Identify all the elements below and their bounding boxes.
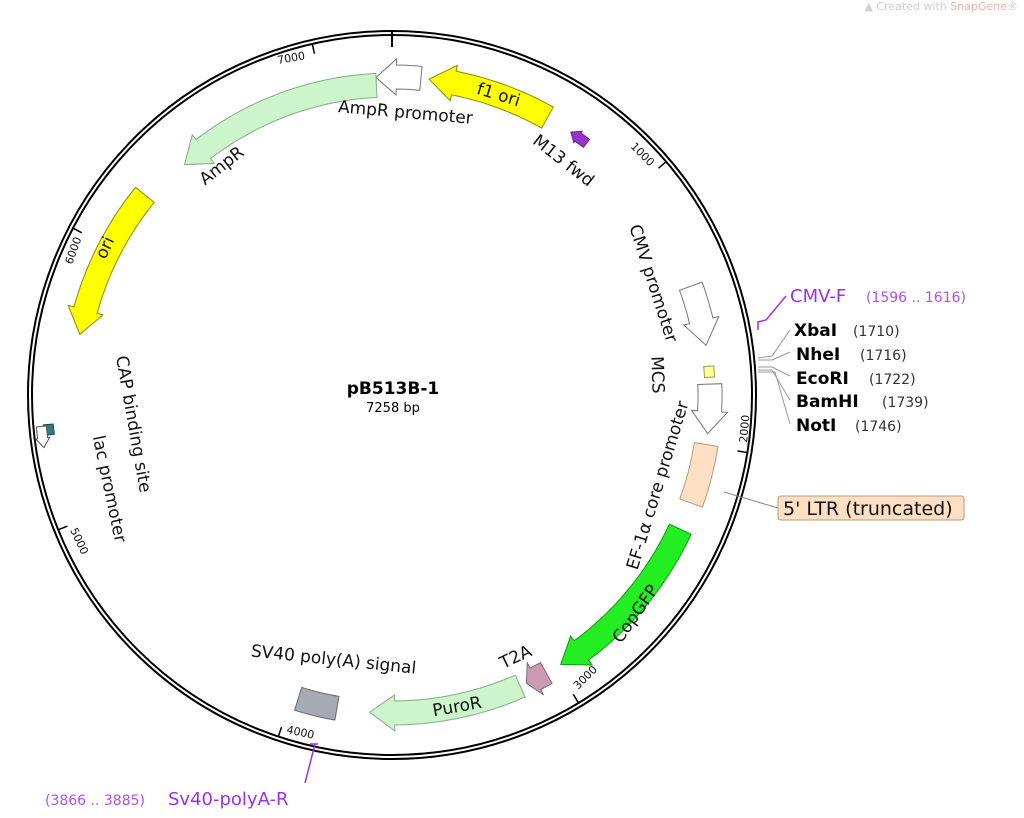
site-name: BamHI: [796, 392, 859, 412]
tick-label-2000: 2000: [737, 414, 752, 443]
site-ecori[interactable]: EcoRI (1722): [796, 369, 916, 389]
feature-t2a[interactable]: [525, 660, 553, 696]
feature-sv40-polya-signal[interactable]: [293, 686, 340, 721]
primer-cmv-f[interactable]: CMV-F (1596 .. 1616): [757, 286, 966, 330]
site-name: XbaI: [794, 321, 837, 341]
label-5-ltr-truncated: 5' LTR (truncated): [783, 498, 953, 520]
site-name: NotI: [796, 416, 836, 436]
site-name: NheI: [796, 345, 840, 365]
primer-marker: [304, 743, 318, 784]
tick-mark-4000: [277, 726, 283, 737]
site-xbai[interactable]: XbaI (1710): [794, 321, 900, 341]
label-mcs: MCS: [646, 356, 667, 394]
feature-lac-promoter[interactable]: [34, 425, 51, 449]
site-position: (1746): [855, 419, 902, 435]
tick-mark-1000: [658, 161, 667, 169]
site-noti[interactable]: NotI (1746): [796, 416, 902, 436]
tick-label-4000: 4000: [285, 723, 315, 742]
tick-label-5000: 5000: [67, 526, 91, 557]
site-position: (1710): [853, 324, 900, 340]
primer-range: (3866 .. 3885): [45, 793, 145, 809]
site-position: (1722): [869, 372, 916, 388]
watermark-brand: SnapGene: [950, 0, 1007, 13]
watermark: ▲ Created with SnapGene®: [864, 0, 1018, 13]
site-nhei[interactable]: NheI (1716): [796, 345, 907, 365]
plasmid-backbone: [27, 30, 757, 760]
site-bamhi[interactable]: BamHI (1739): [796, 392, 929, 412]
primer-sv40-polya-r[interactable]: Sv40-polyA-R (3866 .. 3885): [45, 743, 318, 810]
tick-mark-6000: [72, 227, 83, 234]
site-position: (1739): [882, 395, 929, 411]
tick-mark-7000: [311, 43, 316, 54]
tick-mark-5000: [57, 525, 68, 531]
restriction-sites: XbaI (1710) NheI (1716) EcoRI (1722) BamHI (…: [757, 321, 929, 436]
feature-cmv-promoter[interactable]: [678, 281, 720, 347]
label-cap-binding-site: CAP binding site: [111, 354, 155, 494]
primer-name: CMV-F: [790, 286, 846, 307]
site-name: EcoRI: [796, 369, 849, 389]
tick-label-1000: 1000: [628, 140, 657, 169]
callout-line-5-ltr: [723, 491, 779, 509]
feature-5-ltr-truncated[interactable]: [679, 442, 719, 508]
tick-mark-2000: [737, 450, 748, 454]
feature-mcs[interactable]: [703, 365, 716, 379]
plasmid-name: pB513B-1: [347, 379, 439, 399]
callout-box-5-ltr: [777, 495, 965, 521]
plasmid-length: 7258 bp: [366, 401, 420, 416]
label-ampr-promoter: AmpR promoter: [337, 97, 473, 129]
feature-ori[interactable]: [67, 186, 155, 336]
primer-range: (1596 .. 1616): [866, 290, 966, 306]
tick-label-7000: 7000: [276, 49, 306, 67]
watermark-text: Created with: [876, 0, 951, 13]
feature-copgfp[interactable]: [560, 523, 692, 666]
label-lac-promoter: lac promoter: [88, 434, 130, 545]
feature-f1-ori[interactable]: [428, 64, 554, 129]
watermark-mark: ®: [1007, 0, 1018, 13]
tick-label-3000: 3000: [571, 663, 600, 692]
site-position: (1716): [860, 348, 907, 364]
feature-m13-fwd[interactable]: [570, 130, 591, 148]
tick-mark-3000: [572, 693, 580, 704]
label-sv40-polya-signal: SV40 poly(A) signal: [250, 641, 417, 678]
feature-ampr-promoter[interactable]: [375, 57, 423, 97]
primer-marker: [757, 295, 787, 330]
feature-puror[interactable]: [368, 674, 526, 732]
feature-ef1a-core-promoter[interactable]: [690, 383, 729, 435]
label-cmv-promoter: CMV promoter: [624, 222, 681, 345]
primer-name: Sv40-polyA-R: [168, 789, 289, 810]
tick-label-6000: 6000: [63, 235, 85, 266]
feature-ampr[interactable]: [183, 72, 378, 166]
